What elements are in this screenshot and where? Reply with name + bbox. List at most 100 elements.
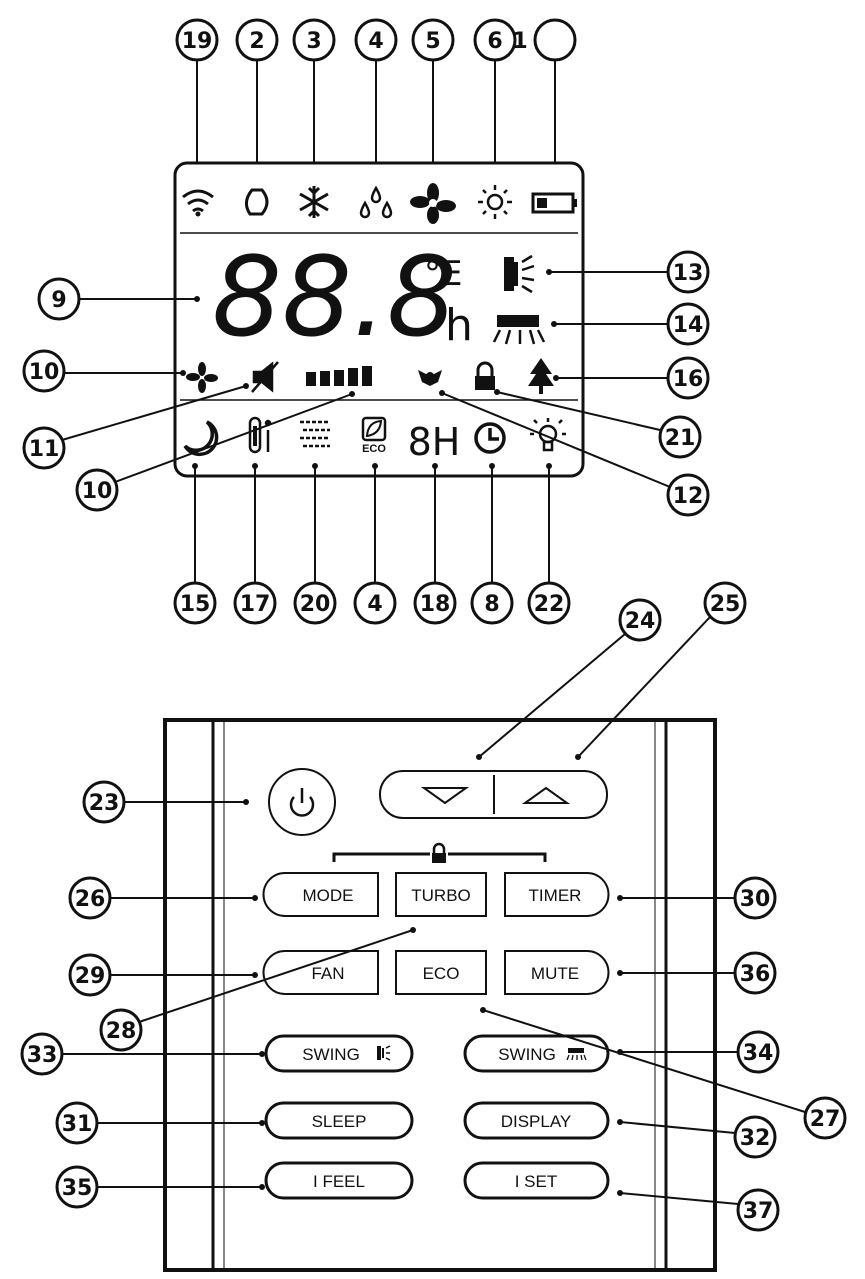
wifi-icon [182, 189, 214, 213]
swing-horizontal-button-label: SWING [498, 1045, 556, 1064]
lock-combo-icon [430, 842, 448, 863]
temp-unit: °E [424, 254, 462, 294]
turbo-icon [418, 370, 442, 386]
callout-36: 36 [740, 962, 771, 987]
auto-mode-icon [245, 188, 269, 216]
i-set-button[interactable]: I SET [463, 1161, 610, 1200]
callout-18: 18 [420, 592, 451, 617]
temp-down-button[interactable] [382, 773, 492, 816]
callout-2: 2 [249, 29, 264, 54]
callout-16: 16 [673, 367, 704, 392]
callout-14: 14 [673, 313, 704, 338]
callout-33: 33 [27, 1043, 58, 1068]
callout-5: 5 [425, 29, 440, 54]
cool-snowflake-icon [299, 186, 329, 218]
i-feel-button-label: I FEEL [313, 1172, 365, 1191]
mute-button-label: MUTE [531, 964, 579, 983]
callout-35: 35 [62, 1176, 93, 1201]
dry-drops-icon [359, 185, 393, 219]
timer-button[interactable]: TIMER [504, 872, 610, 917]
sleep-button[interactable]: SLEEP [264, 1101, 414, 1140]
callout-10-b: 10 [82, 479, 113, 504]
temperature-rocker [379, 770, 608, 819]
fan-level-bars-icon [306, 366, 372, 386]
lcd-panel [173, 161, 585, 478]
top-callouts [175, 18, 577, 62]
vertical-swing-small-icon [377, 1045, 391, 1061]
eco-leaf-icon: ECO [361, 416, 386, 455]
display-bulb-icon [530, 418, 566, 452]
sleep-button-label: SLEEP [312, 1112, 367, 1131]
callout-15: 15 [180, 592, 211, 617]
callout-12: 12 [673, 484, 704, 509]
display-button[interactable]: DISPLAY [463, 1101, 610, 1140]
callout-10-a: 10 [29, 360, 60, 385]
callout-6: 6 [487, 29, 502, 54]
mode-button[interactable]: MODE [262, 872, 379, 917]
up-arrow-icon [521, 786, 571, 804]
display-button-label: DISPLAY [501, 1112, 572, 1131]
eco-button-label: ECO [423, 964, 460, 983]
fan-speed-icon [186, 362, 218, 393]
hour-unit: h [445, 300, 473, 351]
callout-23: 23 [89, 791, 120, 816]
callout-9: 9 [51, 288, 66, 313]
i-set-button-label: I SET [515, 1172, 558, 1191]
callout-26: 26 [75, 887, 106, 912]
callout-3: 3 [306, 29, 321, 54]
callout-27: 27 [810, 1107, 841, 1132]
callout-28: 28 [106, 1019, 137, 1044]
turbo-button-label: TURBO [411, 886, 471, 905]
callout-37: 37 [743, 1199, 774, 1224]
power-icon [289, 788, 315, 817]
clock-icon [474, 422, 506, 454]
callout-8: 8 [484, 592, 499, 617]
callout-24: 24 [625, 609, 656, 634]
callout-11: 11 [29, 437, 60, 462]
swing-vertical-button-label: SWING [302, 1045, 360, 1064]
callout-19: 19 [182, 29, 213, 54]
turbo-button[interactable]: TURBO [395, 872, 487, 917]
callout-32: 32 [740, 1126, 771, 1151]
timer-button-label: TIMER [529, 886, 582, 905]
callout-21: 21 [665, 426, 696, 451]
i-set-icon [300, 420, 330, 448]
mode-button-label: MODE [303, 886, 354, 905]
mute-icon [251, 361, 279, 393]
callout-25: 25 [710, 592, 741, 617]
swing-horizontal-button[interactable]: SWING [463, 1034, 610, 1073]
callout-17: 17 [240, 592, 271, 617]
callout-29: 29 [75, 964, 106, 989]
battery-icon [531, 192, 577, 214]
timer-8h-icon: 8H [408, 420, 461, 464]
sleep-moon-icon [183, 420, 219, 457]
eco-button[interactable]: ECO [395, 950, 487, 995]
lock-icon [475, 361, 495, 390]
fan-mode-icon [410, 183, 456, 224]
callout-30: 30 [740, 887, 771, 912]
fan-button-label: FAN [311, 964, 344, 983]
vertical-swing-icon [504, 254, 535, 294]
callout-13: 13 [673, 261, 704, 286]
callout-1: 1 [512, 29, 527, 54]
heat-sun-icon [478, 185, 512, 219]
horizontal-swing-small-icon [566, 1048, 587, 1061]
swing-vertical-button[interactable]: SWING [264, 1034, 414, 1073]
power-button[interactable] [268, 768, 336, 836]
callout-31: 31 [62, 1112, 93, 1137]
temp-up-button[interactable] [496, 773, 605, 816]
horizontal-swing-icon [492, 315, 546, 345]
callout-34: 34 [743, 1041, 774, 1066]
svg-text:ECO: ECO [362, 443, 386, 455]
callout-4-top: 4 [368, 29, 383, 54]
health-tree-icon [528, 358, 554, 394]
callout-20: 20 [300, 592, 331, 617]
i-feel-button[interactable]: I FEEL [264, 1161, 414, 1200]
fan-button[interactable]: FAN [262, 950, 379, 995]
mute-button[interactable]: MUTE [504, 950, 610, 995]
callout-4-bottom: 4 [367, 592, 382, 617]
down-arrow-icon [420, 787, 470, 805]
temperature-digits: 88.8 [212, 233, 457, 361]
callout-22: 22 [534, 592, 565, 617]
